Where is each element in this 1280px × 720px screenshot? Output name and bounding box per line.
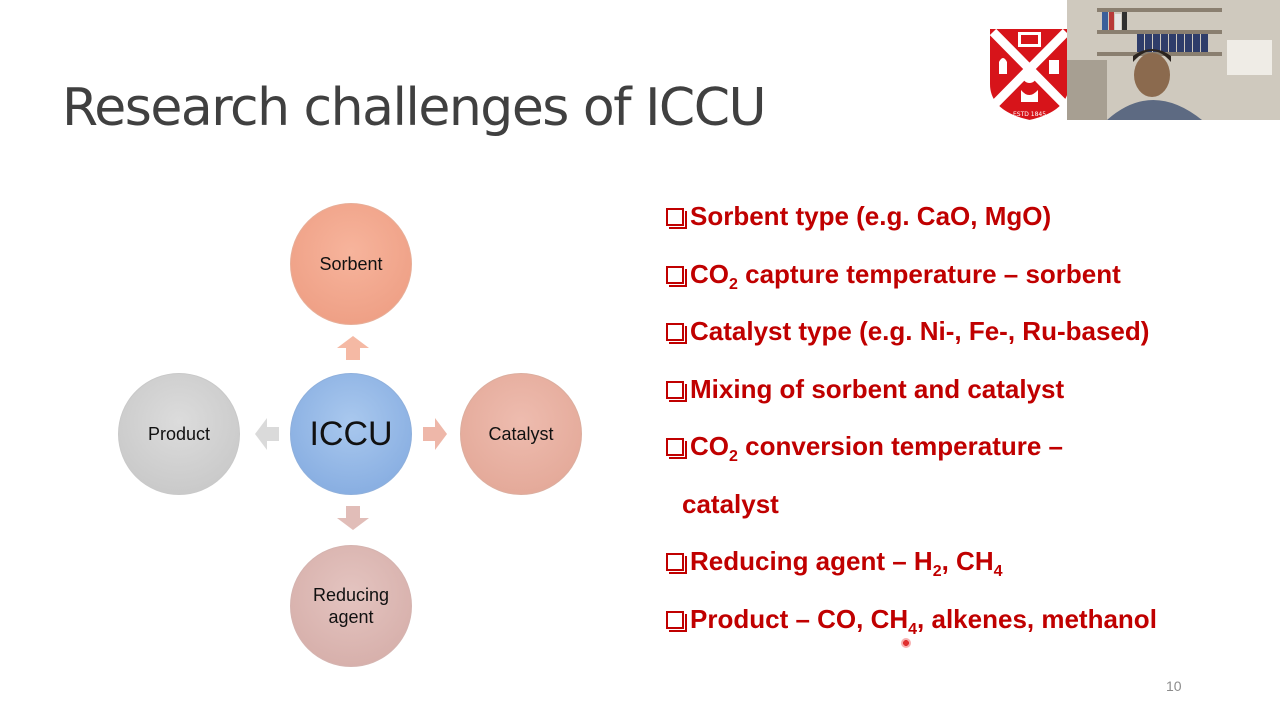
checkbox-bullet-icon xyxy=(666,553,687,574)
subscript: 2 xyxy=(729,275,738,293)
sorbent-label: Sorbent xyxy=(319,254,383,274)
list-item: CO2 capture temperature – sorbent xyxy=(666,246,1266,304)
list-item-text: Product – CO, CH xyxy=(690,603,909,634)
arrow-left-icon xyxy=(255,418,279,450)
list-item-text: CO xyxy=(690,431,729,461)
university-crest-icon: ESTD 1845 xyxy=(987,26,1072,123)
page-number: 10 xyxy=(1166,678,1182,694)
list-item: Sorbent type (e.g. CaO, MgO) xyxy=(666,188,1266,246)
list-item-text: Catalyst type (e.g. Ni-, Fe-, Ru-based) xyxy=(690,316,1150,346)
checkbox-bullet-icon xyxy=(666,610,687,632)
reducing-label-line2: agent xyxy=(328,607,374,627)
catalyst-label: Catalyst xyxy=(488,424,554,444)
list-item-text: CO xyxy=(690,258,729,289)
subscript: 2 xyxy=(729,448,738,465)
iccu-center-node: ICCU xyxy=(290,373,412,495)
list-item: Catalyst type (e.g. Ni-, Fe-, Ru-based) xyxy=(666,303,1266,361)
list-item: Reducing agent – H2, CH4 xyxy=(666,533,1266,591)
list-item-text: , alkenes, methanol xyxy=(917,603,1157,634)
checkbox-bullet-icon xyxy=(666,380,687,402)
presenter-webcam-feed xyxy=(1067,0,1280,120)
arrow-down-icon xyxy=(337,506,369,530)
list-item-text: , CH xyxy=(941,546,994,576)
arrow-up-icon xyxy=(337,336,369,360)
subscript: 4 xyxy=(908,620,918,638)
checkbox-bullet-icon xyxy=(666,265,687,287)
iccu-label: ICCU xyxy=(309,415,393,453)
list-item-text: capture temperature – sorbent xyxy=(737,258,1121,289)
sorbent-node: Sorbent xyxy=(290,203,412,325)
checkbox-bullet-icon xyxy=(666,323,687,344)
challenge-list: Sorbent type (e.g. CaO, MgO) CO2 capture… xyxy=(666,188,1266,648)
list-item-text: catalyst xyxy=(682,488,779,519)
iccu-diagram: Sorbent ICCU Catalyst Product Reducing a… xyxy=(110,195,600,675)
list-item-text: Reducing agent – H xyxy=(690,546,933,576)
list-item: Product – CO, CH4, alkenes, methanol xyxy=(666,591,1266,649)
list-item: Mixing of sorbent and catalyst xyxy=(666,361,1266,419)
reducing-agent-node: Reducing agent xyxy=(290,545,412,667)
list-item-text: conversion temperature – xyxy=(737,431,1064,461)
list-item-continuation: catalyst xyxy=(666,476,1266,534)
product-label: Product xyxy=(147,424,211,444)
catalyst-node: Catalyst xyxy=(460,373,582,495)
subscript: 4 xyxy=(993,563,1003,580)
product-node: Product xyxy=(118,373,240,495)
arrow-right-icon xyxy=(423,418,447,450)
checkbox-bullet-icon xyxy=(666,438,687,459)
reducing-agent-label: Reducing agent xyxy=(313,584,389,628)
svg-text:ESTD 1845: ESTD 1845 xyxy=(1013,111,1046,118)
reducing-label-line1: Reducing xyxy=(312,585,390,605)
list-item-text: Sorbent type (e.g. CaO, MgO) xyxy=(690,201,1052,231)
subscript: 2 xyxy=(932,563,942,580)
checkbox-bullet-icon xyxy=(666,208,687,229)
list-item: CO2 conversion temperature – xyxy=(666,418,1266,476)
list-item-text: Mixing of sorbent and catalyst xyxy=(690,373,1065,404)
slide-title: Research challenges of ICCU xyxy=(62,78,767,138)
laser-pointer-icon xyxy=(901,638,911,648)
